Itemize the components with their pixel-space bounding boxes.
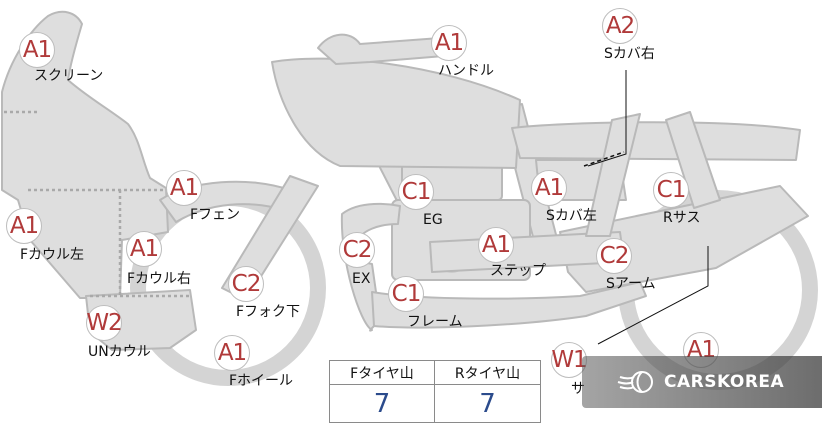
tire-header-front: Fタイヤ山 — [330, 361, 435, 385]
tire-header-rear: Rタイヤ山 — [435, 361, 540, 385]
tire-value-rear: 7 — [479, 388, 496, 419]
grade-badge-frame: C1 — [388, 276, 424, 312]
grade-badge-rear-suspension: C1 — [653, 172, 689, 208]
part-label-w1: サ — [571, 381, 585, 397]
watermark: CARSKOREA — [582, 356, 822, 408]
part-label-side-cover-left: Sカバ左 — [546, 208, 597, 224]
part-label-frame: フレーム — [407, 314, 463, 330]
grade-badge-front-cowl-right: A1 — [126, 231, 162, 267]
seat-shape — [511, 121, 801, 161]
grade-badge-engine: C1 — [398, 174, 434, 210]
tire-tread-table: Fタイヤ山 Rタイヤ山 7 7 — [329, 360, 541, 423]
grade-badge-w1: W1 — [551, 342, 588, 378]
grade-badge-under-cowl: W2 — [86, 305, 123, 341]
tire-value-front: 7 — [330, 385, 435, 422]
flame-logo-icon — [617, 371, 653, 393]
part-label-rear-suspension: Rサス — [663, 210, 701, 226]
part-label-front-wheel: Fホイール — [229, 373, 294, 389]
grade-badge-front-cowl-left: A1 — [6, 208, 42, 244]
grade-badge-screen: A1 — [19, 32, 55, 68]
part-label-front-fender: Fフェン — [190, 207, 241, 223]
part-label-step: ステップ — [490, 263, 546, 279]
part-label-engine: EG — [423, 212, 443, 228]
handlebar-shape — [317, 33, 445, 65]
part-label-side-cover-right: Sカバ右 — [604, 46, 655, 62]
part-label-under-cowl: UNカウル — [88, 344, 151, 360]
grade-badge-handle: A1 — [431, 25, 467, 61]
part-label-front-cowl-right: Fカウル右 — [127, 271, 192, 287]
grade-badge-side-cover-left: A1 — [531, 170, 567, 206]
grade-badge-side-cover-right: A2 — [602, 8, 638, 44]
grade-badge-front-fender: A1 — [166, 170, 202, 206]
part-label-front-fork-lower: Fフォク下 — [236, 304, 301, 320]
lower-frame-shape — [371, 281, 647, 329]
grade-badge-step: A1 — [478, 227, 514, 263]
grade-badge-front-wheel: A1 — [214, 335, 250, 371]
part-label-handle: ハンドル — [438, 63, 494, 79]
part-label-screen: スクリーン — [34, 68, 104, 84]
part-label-swing-arm: Sアーム — [606, 276, 656, 292]
part-label-front-cowl-left: Fカウル左 — [20, 247, 85, 263]
windscreen-shape — [1, 10, 169, 299]
grade-badge-swing-arm: C2 — [596, 238, 632, 274]
part-label-exhaust: EX — [352, 271, 371, 287]
grade-badge-front-fork-lower: C2 — [228, 266, 264, 302]
watermark-text: CARSKOREA — [664, 372, 785, 392]
grade-badge-exhaust: C2 — [339, 232, 375, 268]
